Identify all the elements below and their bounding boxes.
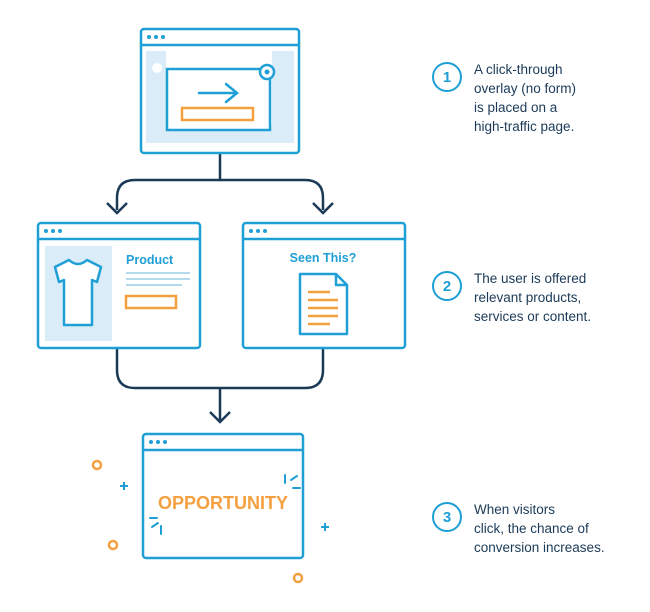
page-content-block <box>146 51 166 143</box>
tshirt-icon <box>53 258 103 327</box>
confetti <box>91 459 329 584</box>
step-number-badge: 3 <box>432 502 462 532</box>
step-description: The user is offered relevant products, s… <box>474 271 592 324</box>
document-icon <box>298 272 349 336</box>
step-1: 1 A click-through overlay (no form) is p… <box>432 62 642 136</box>
window-dots <box>249 229 267 233</box>
connector-merge <box>115 348 325 390</box>
arrow-right-icon <box>197 82 239 104</box>
connector-right <box>220 178 325 210</box>
overlay-window <box>139 27 301 155</box>
opportunity-word: OPPORTUNITY <box>158 493 288 513</box>
cta-button-shape <box>180 106 255 122</box>
step-number-badge: 1 <box>432 62 462 92</box>
connector-left <box>115 153 222 210</box>
arrow-down <box>209 411 231 424</box>
step-number-badge: 2 <box>432 271 462 301</box>
image-placeholder-icon <box>152 63 162 73</box>
connector-lines <box>106 153 334 424</box>
step-description: When visitors click, the chance of conve… <box>474 502 605 555</box>
page-content-block <box>272 51 294 143</box>
opportunity-window: OPPORTUNITY <box>141 432 305 560</box>
product-title: Product <box>126 253 174 267</box>
document-lines <box>308 290 338 326</box>
seen-this-window: Seen This? <box>241 221 407 350</box>
window-dots <box>44 229 62 233</box>
window-dots <box>147 35 165 39</box>
spark-lines <box>149 474 301 535</box>
product-window: Product <box>36 221 202 350</box>
step-description: A click-through overlay (no form) is pla… <box>474 62 577 134</box>
seen-this-title: Seen This? <box>290 251 357 265</box>
arrow-right <box>312 202 334 215</box>
window-dots <box>149 440 167 444</box>
step-2: 2 The user is offered relevant products,… <box>432 271 642 326</box>
step-3: 3 When visitors click, the chance of con… <box>432 502 642 557</box>
product-text-lines <box>126 272 190 286</box>
arrow-left <box>106 202 128 215</box>
buy-button-shape <box>124 294 178 310</box>
